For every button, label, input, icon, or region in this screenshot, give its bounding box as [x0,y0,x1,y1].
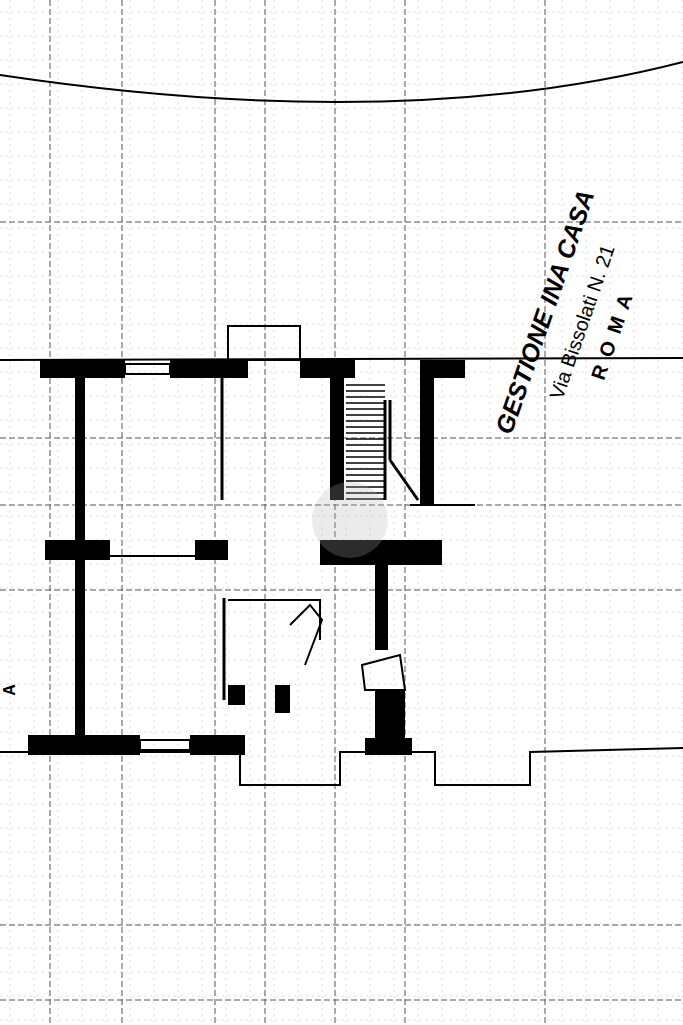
stair-tread [346,456,385,458]
plan-outline [0,62,683,785]
stair-tread [346,474,385,476]
grid-line [0,276,683,277]
partition [221,378,224,500]
stair-tread [346,480,385,482]
grid-line [0,900,683,901]
grid-line [405,0,406,1025]
partition [223,598,226,700]
grid-line [274,0,275,1025]
stair-tread [346,414,385,416]
stair-tread [346,450,385,452]
grid-line [0,36,683,37]
stair-tread [346,426,385,428]
grid-line [0,156,683,157]
grid-line [0,1000,683,1001]
grid-line [10,0,11,1025]
grid-line [586,0,587,1025]
grid-line [58,0,59,1025]
grid-line [682,0,683,1025]
grid-line [0,590,683,591]
grid-line [466,0,467,1025]
grid-line [0,60,683,61]
grid-line [545,0,546,1025]
door-swing [290,605,322,665]
stair-tread [346,408,385,410]
grid-line [0,1020,683,1021]
building-line [0,358,683,360]
stair-tread [346,444,385,446]
grid-line [0,180,683,181]
grid-line [394,0,395,1025]
stair-tread [346,396,385,398]
grid-line [106,0,107,1025]
stair-tread [346,438,385,440]
grid-line [178,0,179,1025]
grid-line [226,0,227,1025]
grid-line [265,0,266,1025]
partition [410,504,475,506]
grid-line [0,828,683,829]
grid-line [298,0,299,1025]
grid-line [0,12,683,13]
stair-tread [346,432,385,434]
door-swing [362,655,405,690]
grid-line [215,0,216,1025]
grid-line [0,252,683,253]
grid-line [0,996,683,997]
partition [105,555,200,557]
walls [28,360,465,755]
grid-line [562,0,563,1025]
stair-tread [346,384,385,386]
grid-line [0,636,683,637]
grid-line [0,804,683,805]
grid-line [0,852,683,853]
stair-tread [346,390,385,392]
grid-line [610,0,611,1025]
grid-line [0,660,683,661]
grid-line [0,925,683,926]
grid-line [0,756,683,757]
grid-line [0,108,683,109]
grid-line [634,0,635,1025]
grid-line [0,948,683,949]
grid-line [34,0,35,1025]
curved-road [0,62,683,102]
grid-line [154,0,155,1025]
grid-line [490,0,491,1025]
grid-line [514,0,515,1025]
grid-line [0,684,683,685]
grid-line [0,732,683,733]
grid-line [122,0,123,1025]
stamp-text: A [2,684,18,696]
grid-line [0,876,683,877]
grid-line [130,0,131,1025]
entrance [228,326,300,360]
stair-tread [346,468,385,470]
grid-line [0,588,683,589]
grid-line [0,924,683,925]
stair-tread [346,402,385,404]
grid-line [0,612,683,613]
grid-line [50,0,51,1025]
grid-line [418,0,419,1025]
partition [228,600,320,640]
stair-tread [346,420,385,422]
grid-line [658,0,659,1025]
grid-line [250,0,251,1025]
grid-line [0,972,683,973]
grid-line [0,780,683,781]
watermark [312,482,388,558]
grid-line [0,708,683,709]
stair-tread [346,462,385,464]
grid-line [442,0,443,1025]
grid-line [538,0,539,1025]
grid-line [202,0,203,1025]
grid-line [0,132,683,133]
stair-line [385,400,418,500]
